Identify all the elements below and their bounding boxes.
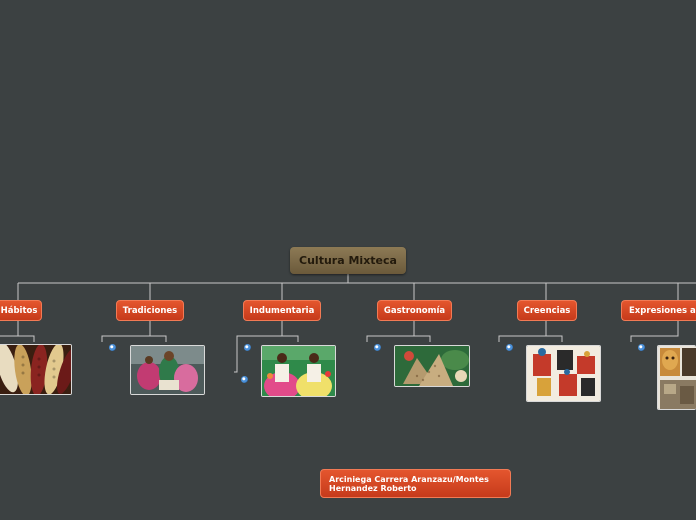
corn-image bbox=[0, 344, 72, 395]
expresiones-artisticas-image bbox=[657, 345, 696, 410]
central-topic[interactable]: Cultura Mixteca bbox=[290, 247, 406, 274]
codex-illustration bbox=[527, 346, 601, 402]
topic-label: Creencias bbox=[524, 306, 571, 316]
link-icon[interactable] bbox=[506, 344, 513, 351]
link-icon[interactable] bbox=[374, 344, 381, 351]
corn-illustration bbox=[0, 345, 72, 395]
topic-label: Expresiones artísticas bbox=[629, 306, 696, 316]
link-icon[interactable] bbox=[241, 376, 248, 383]
author-line-1: Arciniega Carrera Aranzazu/Montes bbox=[329, 475, 502, 484]
topic-indumentaria[interactable]: Indumentaria bbox=[243, 300, 321, 321]
creencias-image bbox=[526, 345, 601, 402]
link-icon[interactable] bbox=[638, 344, 645, 351]
artifacts-illustration bbox=[658, 346, 696, 410]
topic-label: Gastronomía bbox=[384, 306, 445, 316]
gastronomia-image bbox=[394, 345, 470, 387]
topic-tradiciones[interactable]: Tradiciones bbox=[116, 300, 184, 321]
topic-label: Tradiciones bbox=[123, 306, 177, 316]
link-icon[interactable] bbox=[109, 344, 116, 351]
tradition-dance-image bbox=[130, 345, 205, 395]
author-note[interactable]: Arciniega Carrera Aranzazu/Montes Hernan… bbox=[320, 469, 511, 498]
author-line-2: Hernandez Roberto bbox=[329, 484, 502, 493]
indumentaria-image bbox=[261, 345, 336, 397]
tradition-illustration bbox=[131, 346, 205, 395]
food-illustration bbox=[395, 346, 470, 387]
topic-habitos[interactable]: Hábitos bbox=[0, 300, 42, 321]
topic-gastronomia[interactable]: Gastronomía bbox=[377, 300, 452, 321]
topic-label: Hábitos bbox=[1, 306, 38, 316]
topic-expresiones-artisticas[interactable]: Expresiones artísticas bbox=[621, 300, 696, 321]
indumentaria-illustration bbox=[262, 346, 336, 397]
link-icon[interactable] bbox=[244, 344, 251, 351]
topic-label: Indumentaria bbox=[250, 306, 315, 316]
central-topic-label: Cultura Mixteca bbox=[299, 254, 397, 267]
topic-creencias[interactable]: Creencias bbox=[517, 300, 577, 321]
